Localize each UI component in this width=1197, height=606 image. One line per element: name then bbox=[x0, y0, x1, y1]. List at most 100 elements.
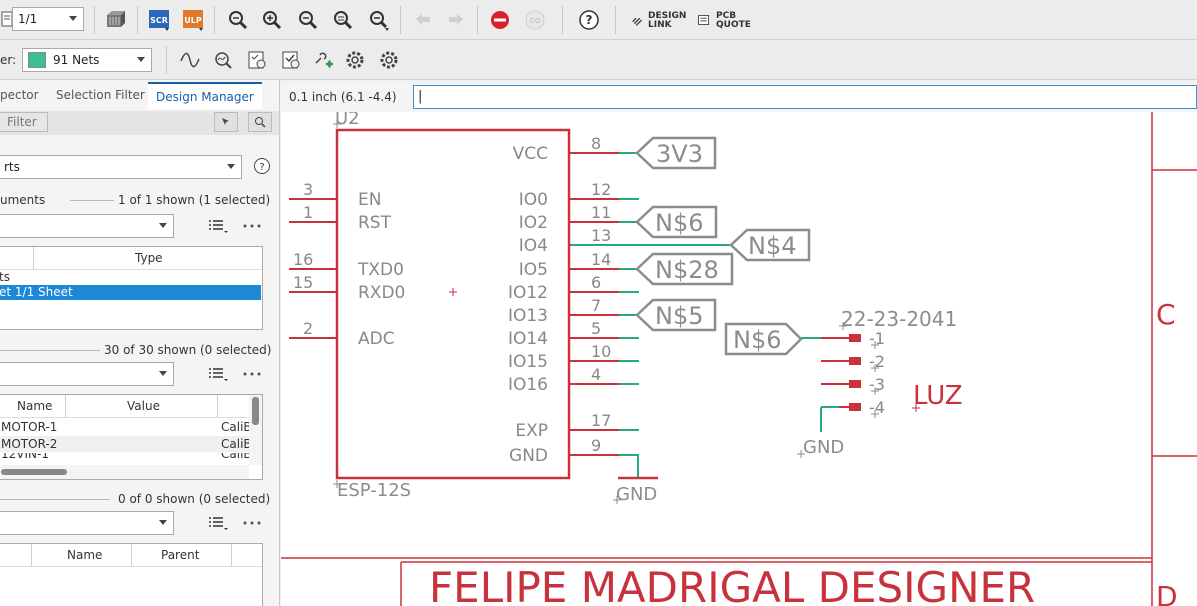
net-label-n4[interactable]: N$4 bbox=[571, 228, 811, 262]
list-item[interactable]: ts bbox=[0, 270, 10, 284]
zoom-select-icon[interactable] bbox=[366, 7, 392, 33]
layer-select-value: 91 Nets bbox=[53, 53, 100, 67]
pin-adc[interactable]: 2 ADC bbox=[289, 319, 395, 349]
schematic-canvas[interactable]: C D FELIPE MADRIGAL DESIGNER U2 ESP-12S … bbox=[281, 112, 1197, 606]
scrollbar-thumb[interactable] bbox=[252, 397, 259, 425]
more-icon[interactable] bbox=[240, 364, 264, 384]
net-label-n28[interactable]: N$28 bbox=[621, 252, 734, 286]
pin-name: IO4 bbox=[519, 236, 548, 256]
gnd-label: GND bbox=[616, 484, 657, 505]
parts-count: 30 of 30 shown (0 selected) bbox=[104, 343, 272, 357]
add-net-icon[interactable] bbox=[310, 47, 336, 73]
design-link-button[interactable]: DESIGN LINK bbox=[648, 12, 686, 30]
pin-rst[interactable]: 1 RST bbox=[289, 203, 392, 233]
net-label-text: N$5 bbox=[655, 302, 704, 330]
more-icon[interactable] bbox=[240, 216, 264, 236]
net-label-3v3[interactable]: 3V3 bbox=[621, 136, 717, 170]
layer-select[interactable]: 91 Nets bbox=[22, 48, 152, 72]
vertical-scrollbar[interactable] bbox=[249, 395, 262, 465]
zoom-fit-icon[interactable] bbox=[225, 7, 251, 33]
sheet-select[interactable]: 1/1 bbox=[12, 7, 84, 31]
table-row[interactable]: MOTOR-1 CaliB bbox=[0, 419, 252, 435]
show-icon[interactable] bbox=[210, 47, 236, 73]
parts-filter-select[interactable] bbox=[0, 362, 174, 386]
net-label-n5[interactable]: N$5 bbox=[621, 298, 717, 332]
stop-icon[interactable] bbox=[487, 7, 513, 33]
gnd-symbol-u2[interactable]: GND bbox=[613, 455, 658, 505]
net-label-text: N$28 bbox=[655, 256, 719, 284]
pcb-quote-button[interactable]: PCB QUOTE bbox=[716, 12, 751, 30]
settings-icon[interactable] bbox=[342, 47, 368, 73]
pin-name: IO12 bbox=[508, 283, 548, 303]
wire-style-icon[interactable] bbox=[177, 47, 203, 73]
scr-script-button[interactable]: SCR bbox=[146, 7, 172, 33]
table-row[interactable]: 12VIN-1 CaliB bbox=[0, 453, 249, 463]
connector-pin-label: -3 bbox=[869, 375, 885, 394]
help-icon[interactable]: ? bbox=[250, 156, 274, 176]
go-icon[interactable]: GO bbox=[522, 7, 548, 33]
coordinate-readout: 0.1 inch (6.1 -4.4) bbox=[289, 90, 397, 104]
zoom-icon[interactable] bbox=[248, 112, 272, 132]
undo-icon[interactable] bbox=[410, 7, 436, 33]
connector-pin-label: -1 bbox=[869, 329, 885, 348]
design-link-line1: DESIGN bbox=[648, 11, 687, 21]
tab-inspector[interactable]: pector bbox=[0, 88, 39, 102]
more-icon[interactable] bbox=[240, 513, 264, 533]
command-input[interactable]: | bbox=[413, 85, 1197, 109]
pin-en[interactable]: 3 EN bbox=[289, 180, 381, 210]
list-view-icon[interactable] bbox=[206, 513, 230, 533]
board-icon[interactable] bbox=[102, 7, 128, 33]
tab-design-manager[interactable]: Design Manager bbox=[148, 82, 262, 109]
parameter-toolbar: er: 91 Nets bbox=[0, 40, 1197, 80]
connector-pin[interactable]: -1 bbox=[821, 329, 885, 349]
connector-luz[interactable]: 22-23-2041 LUZ -1-2-3-4 GND bbox=[797, 307, 963, 458]
table-row[interactable]: MOTOR-2 CaliB bbox=[0, 436, 252, 452]
zoom-redraw-icon[interactable] bbox=[330, 7, 356, 33]
list-item-selected[interactable]: et 1/1 Sheet bbox=[0, 285, 261, 300]
gear-icon[interactable] bbox=[376, 47, 402, 73]
tab-selection-filter[interactable]: Selection Filter bbox=[56, 88, 145, 102]
third-filter-select[interactable] bbox=[0, 511, 174, 535]
pin-name: IO5 bbox=[519, 260, 548, 280]
u2-body[interactable] bbox=[335, 128, 571, 480]
net-label-n6[interactable]: N$6 bbox=[621, 205, 718, 239]
list-view-icon[interactable] bbox=[206, 364, 230, 384]
help-icon[interactable]: ? bbox=[576, 7, 602, 33]
scr-label: SCR bbox=[150, 16, 168, 25]
connector-value: LUZ bbox=[913, 381, 963, 411]
check-icon[interactable] bbox=[278, 47, 304, 73]
pin-number: 6 bbox=[591, 273, 601, 292]
redo-icon[interactable] bbox=[443, 7, 469, 33]
object-type-select[interactable]: rts bbox=[0, 155, 242, 179]
horizontal-scrollbar[interactable] bbox=[0, 465, 249, 479]
part-name: MOTOR-2 bbox=[1, 437, 58, 451]
zoom-out-icon[interactable] bbox=[295, 7, 321, 33]
pin-rxd0[interactable]: 15 RXD0 bbox=[289, 273, 405, 303]
pin-contact bbox=[849, 380, 861, 388]
pcb-quote-icon[interactable] bbox=[694, 7, 714, 33]
documents-filter-select[interactable] bbox=[0, 214, 174, 238]
chevron-down-icon bbox=[159, 371, 167, 376]
gnd-label: GND bbox=[803, 437, 844, 458]
connector-pin[interactable]: -3 bbox=[821, 375, 885, 395]
ulp-button[interactable]: ULP bbox=[180, 7, 206, 33]
list-view-icon[interactable] bbox=[206, 216, 230, 236]
link-icon[interactable] bbox=[628, 7, 648, 33]
zoom-in-icon[interactable] bbox=[259, 7, 285, 33]
pick-icon[interactable] bbox=[214, 112, 238, 132]
pin-number: 5 bbox=[591, 319, 601, 338]
pin-txd0[interactable]: 16 TXD0 bbox=[289, 250, 404, 280]
filter-button[interactable]: Filter bbox=[0, 112, 48, 132]
scrollbar-thumb[interactable] bbox=[1, 469, 67, 475]
connector-pin[interactable]: -2 bbox=[821, 352, 885, 372]
erc-icon[interactable] bbox=[244, 47, 270, 73]
